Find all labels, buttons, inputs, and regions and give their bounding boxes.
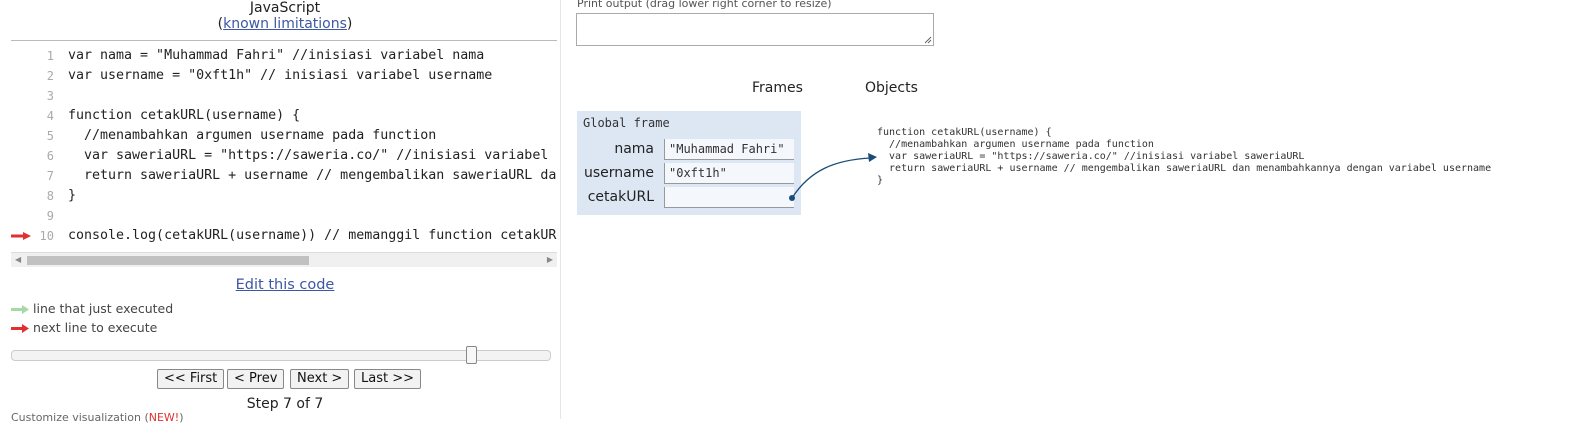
function-object: function cetakURL(username) { //menambah… — [877, 127, 1491, 187]
var-value-username: "0xft1h" — [664, 163, 794, 184]
code-text: console.log(cetakURL(username)) // meman… — [68, 228, 557, 243]
pane-divider[interactable] — [560, 0, 561, 419]
var-name-cetakURL: cetakURL — [587, 189, 654, 205]
new-badge: NEW! — [148, 411, 180, 424]
function-object-line: var saweriaURL = "https://saweria.co/" /… — [877, 151, 1305, 162]
next-line-arrow-icon — [11, 232, 31, 240]
legend-next-line-label: next line to execute — [33, 320, 158, 335]
print-output-label: Print output (drag lower right corner to… — [577, 0, 832, 10]
line-number: 4 — [46, 109, 54, 123]
code-display: 1 var nama = "Muhammad Fahri" //inisiasi … — [11, 40, 557, 247]
legend-just-executed-label: line that just executed — [33, 301, 174, 316]
known-limitations-link[interactable]: known limitations — [223, 16, 347, 32]
function-object-line: //menambahkan argumen username pada func… — [877, 139, 1154, 150]
objects-header: Objects — [865, 80, 918, 96]
legend-just-executed: line that just executed — [11, 301, 173, 317]
global-frame: Global frame nama "Muhammad Fahri" usern… — [577, 111, 801, 215]
last-button[interactable]: Last >> — [354, 369, 421, 389]
line-number: 9 — [46, 209, 54, 223]
var-value-nama: "Muhammad Fahri" — [664, 139, 794, 160]
function-object-line: function cetakURL(username) { — [877, 127, 1052, 138]
line-number: 3 — [46, 89, 54, 103]
customize-visualization-link[interactable]: Customize visualization (NEW!) — [11, 411, 184, 424]
language-subtitle: (known limitations) — [217, 16, 353, 32]
code-line: 5 //menambahkan argumen username pada fu… — [11, 126, 557, 146]
code-line: 2 var username = "0xft1h" // inisiasi var… — [11, 66, 557, 86]
code-text: return saweriaURL + username // mengemba… — [84, 168, 557, 183]
code-line: 6 var saweriaURL = "https://saweria.co/"… — [11, 146, 557, 166]
code-text: var nama = "Muhammad Fahri" //inisiasi v… — [68, 48, 485, 63]
red-arrow-icon — [11, 324, 29, 333]
code-line: 4 function cetakURL(username) { — [11, 106, 557, 126]
customize-text: Customize visualization ( — [11, 411, 149, 424]
code-horizontal-scrollbar[interactable]: ◀ ▶ — [11, 252, 557, 267]
code-text: var saweriaURL = "https://saweria.co/" /… — [84, 148, 557, 163]
line-number: 10 — [39, 229, 54, 243]
code-line: 7 return saweriaURL + username // mengem… — [11, 166, 557, 186]
line-number: 7 — [46, 169, 54, 183]
scroll-right-icon[interactable]: ▶ — [546, 255, 553, 264]
edit-code-link[interactable]: Edit this code — [235, 277, 335, 293]
prev-button[interactable]: < Prev — [227, 369, 285, 389]
customize-close-paren: ) — [179, 411, 184, 424]
pointer-arrow — [789, 153, 877, 201]
code-line: 10 console.log(cetakURL(username)) // mem… — [11, 226, 557, 246]
print-output-box[interactable] — [576, 13, 934, 46]
code-pane: JavaScript (known limitations) 1 var nama… — [0, 0, 560, 424]
line-number: 6 — [46, 149, 54, 163]
first-button[interactable]: << First — [157, 369, 225, 389]
next-button[interactable]: Next > — [290, 369, 350, 389]
code-text: //menambahkan argumen username pada func… — [68, 128, 437, 143]
code-line: 3 — [11, 86, 557, 106]
line-number: 8 — [46, 189, 54, 203]
function-object-line: } — [877, 175, 884, 186]
resize-grip-icon[interactable] — [924, 36, 932, 44]
code-text: var username = "0xft1h" // inisiasi vari… — [68, 68, 493, 83]
step-slider-handle[interactable] — [466, 346, 477, 364]
scroll-left-icon[interactable]: ◀ — [15, 255, 22, 264]
code-line: 9 — [11, 206, 557, 226]
code-text: } — [68, 188, 77, 203]
code-text: function cetakURL(username) { — [68, 108, 301, 123]
var-value-cetakURL — [664, 187, 794, 208]
scrollbar-thumb[interactable] — [27, 256, 309, 265]
var-name-nama: nama — [614, 141, 654, 157]
line-number: 2 — [46, 69, 54, 83]
legend-next-line: next line to execute — [11, 320, 157, 336]
global-frame-title: Global frame — [583, 116, 670, 130]
code-line: 1 var nama = "Muhammad Fahri" //inisiasi … — [11, 46, 557, 66]
function-object-line: return saweriaURL + username // mengemba… — [877, 163, 1492, 174]
line-number: 1 — [46, 49, 54, 63]
line-number: 5 — [46, 129, 54, 143]
var-name-username: username — [584, 165, 654, 181]
language-title: JavaScript — [249, 0, 321, 16]
green-arrow-icon — [11, 305, 29, 314]
step-counter: Step 7 of 7 — [246, 396, 324, 412]
step-slider[interactable] — [11, 346, 551, 364]
frames-header: Frames — [752, 80, 803, 96]
code-line: 8} — [11, 186, 557, 206]
